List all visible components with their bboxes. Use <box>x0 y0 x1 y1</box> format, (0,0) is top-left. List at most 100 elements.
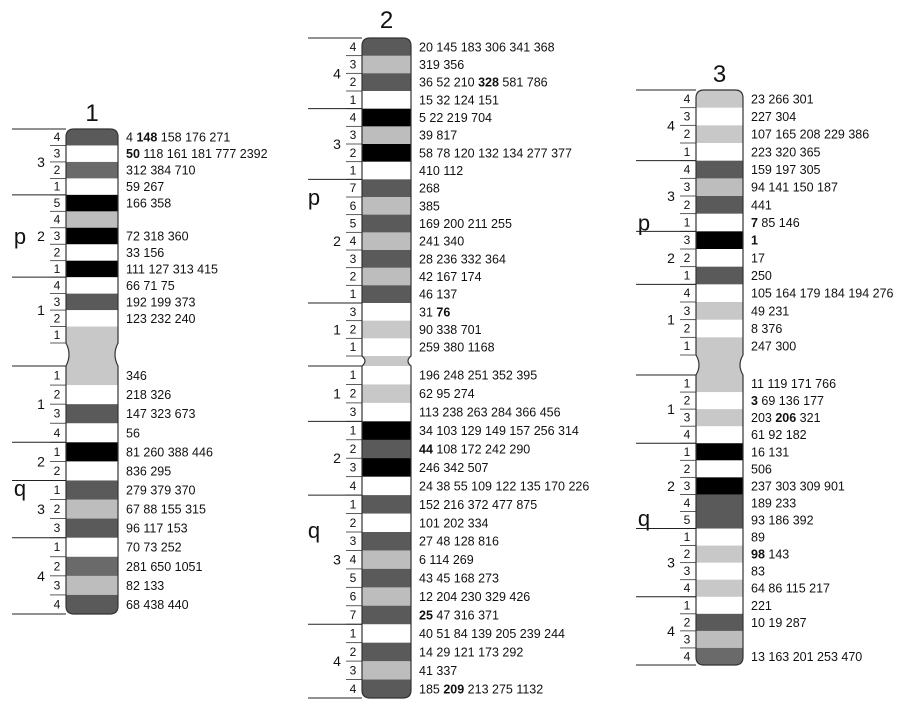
band-number: 4 <box>684 92 691 106</box>
band-marker-list: 8 376 <box>751 322 782 336</box>
band-number: 4 <box>54 278 61 292</box>
band-2p33 <box>362 126 411 145</box>
band-2p42 <box>362 73 411 92</box>
band-3q42 <box>696 613 743 632</box>
band-number: 2 <box>684 198 691 212</box>
band-3p21 <box>696 266 743 285</box>
band-number: 2 <box>350 645 357 659</box>
region-number: 2 <box>37 453 45 469</box>
band-number: 4 <box>350 682 357 696</box>
band-number: 4 <box>350 234 357 248</box>
band-2q22 <box>362 439 411 459</box>
band-3p23 <box>696 231 743 250</box>
band-number: 4 <box>54 213 61 227</box>
band-2p31 <box>362 161 411 180</box>
band-marker-list: 11 119 171 766 <box>751 377 836 391</box>
band-number: 1 <box>350 368 357 382</box>
band-number: 5 <box>350 571 357 585</box>
band-2p22 <box>362 267 411 286</box>
band-number: 2 <box>684 322 691 336</box>
centromere <box>696 355 743 375</box>
band-number: 1 <box>684 377 691 391</box>
band-marker-list: 107 165 208 229 386 <box>751 128 869 142</box>
band-number: 4 <box>350 111 357 125</box>
band-marker-list: 319 356 <box>419 58 464 72</box>
band-number: 1 <box>684 530 691 544</box>
band-number: 4 <box>54 426 61 440</box>
band-marker-list: 58 78 120 132 134 277 377 <box>419 146 572 160</box>
band-marker-list: 15 32 124 151 <box>419 93 499 107</box>
band-marker-list: 192 199 373 <box>126 295 196 309</box>
band-marker-list: 247 300 <box>751 340 796 354</box>
band-marker-list: 1 <box>751 234 758 248</box>
band-marker-list: 259 380 1168 <box>419 341 495 355</box>
band-2q13 <box>362 402 411 422</box>
band-3q11 <box>696 375 743 393</box>
band-number: 3 <box>350 58 357 72</box>
band-number: 1 <box>350 497 357 511</box>
band-number: 1 <box>684 145 691 159</box>
band-1p32 <box>66 161 118 179</box>
band-1p33 <box>66 145 118 163</box>
band-marker-list: 227 304 <box>751 110 796 124</box>
band-number: 1 <box>684 216 691 230</box>
chromosome-body <box>362 38 411 698</box>
chromosome-body <box>696 90 743 665</box>
band-number: 2 <box>350 442 357 456</box>
band-marker-list: 441 <box>751 198 772 212</box>
band-marker-list: 246 342 507 <box>419 461 489 475</box>
band-1q33 <box>66 518 118 539</box>
band-marker-list: 196 248 251 352 395 <box>419 369 537 383</box>
band-marker-list: 17 <box>751 251 765 265</box>
band-number: 5 <box>54 196 61 210</box>
band-number: 3 <box>350 460 357 474</box>
band-marker-list: 111 127 313 415 <box>126 262 218 276</box>
band-1p13 <box>66 293 118 311</box>
band-1q11 <box>66 366 118 386</box>
band-2q24 <box>362 476 411 496</box>
band-2q35 <box>362 568 411 588</box>
band-2p25 <box>362 214 411 233</box>
band-marker-list: 105 164 179 184 194 276 <box>751 287 894 301</box>
band-marker-list: 6 114 269 <box>419 553 474 567</box>
band-marker-list: 189 233 <box>751 496 796 510</box>
band-marker-list: 152 216 372 477 875 <box>419 498 537 512</box>
band-marker-list: 385 <box>419 199 440 213</box>
band-number: 3 <box>54 578 61 592</box>
region-number: 1 <box>667 401 675 417</box>
band-number: 7 <box>350 181 357 195</box>
band-2q23 <box>362 458 411 478</box>
band-marker-list: 50 118 161 181 777 2392 <box>126 147 268 161</box>
region-number: 4 <box>667 117 675 133</box>
band-3q22 <box>696 460 743 478</box>
region-number: 3 <box>333 552 341 568</box>
band-number: 3 <box>684 110 691 124</box>
band-marker-list: 28 236 332 364 <box>419 252 506 266</box>
band-1q42 <box>66 556 118 577</box>
band-number: 5 <box>684 513 691 527</box>
region-number: 2 <box>667 478 675 494</box>
region-number: 2 <box>37 228 45 244</box>
region-number: 2 <box>333 450 341 466</box>
band-3p43 <box>696 107 743 126</box>
region-number: 3 <box>667 555 675 571</box>
band-marker-list: 12 204 230 329 426 <box>419 590 530 604</box>
band-1p12 <box>66 310 118 328</box>
band-number: 1 <box>350 424 357 438</box>
region-number: 4 <box>333 65 341 81</box>
chromosome-body <box>66 129 118 614</box>
band-marker-list: 223 320 365 <box>751 145 821 159</box>
band-3p14 <box>696 284 743 303</box>
band-1p25 <box>66 194 118 212</box>
region-number: 2 <box>667 250 675 266</box>
band-number: 2 <box>684 615 691 629</box>
band-number: 2 <box>350 270 357 284</box>
band-marker-list: 40 51 84 139 205 239 244 <box>419 627 565 641</box>
band-marker-list: 43 45 168 273 <box>419 572 499 586</box>
band-2p24 <box>362 232 411 251</box>
band-number: 3 <box>684 304 691 318</box>
band-marker-list: 13 163 201 253 470 <box>751 650 862 664</box>
band-number: 3 <box>350 405 357 419</box>
band-marker-list: 34 103 129 149 157 256 314 <box>419 424 579 438</box>
band-1p23 <box>66 227 118 245</box>
